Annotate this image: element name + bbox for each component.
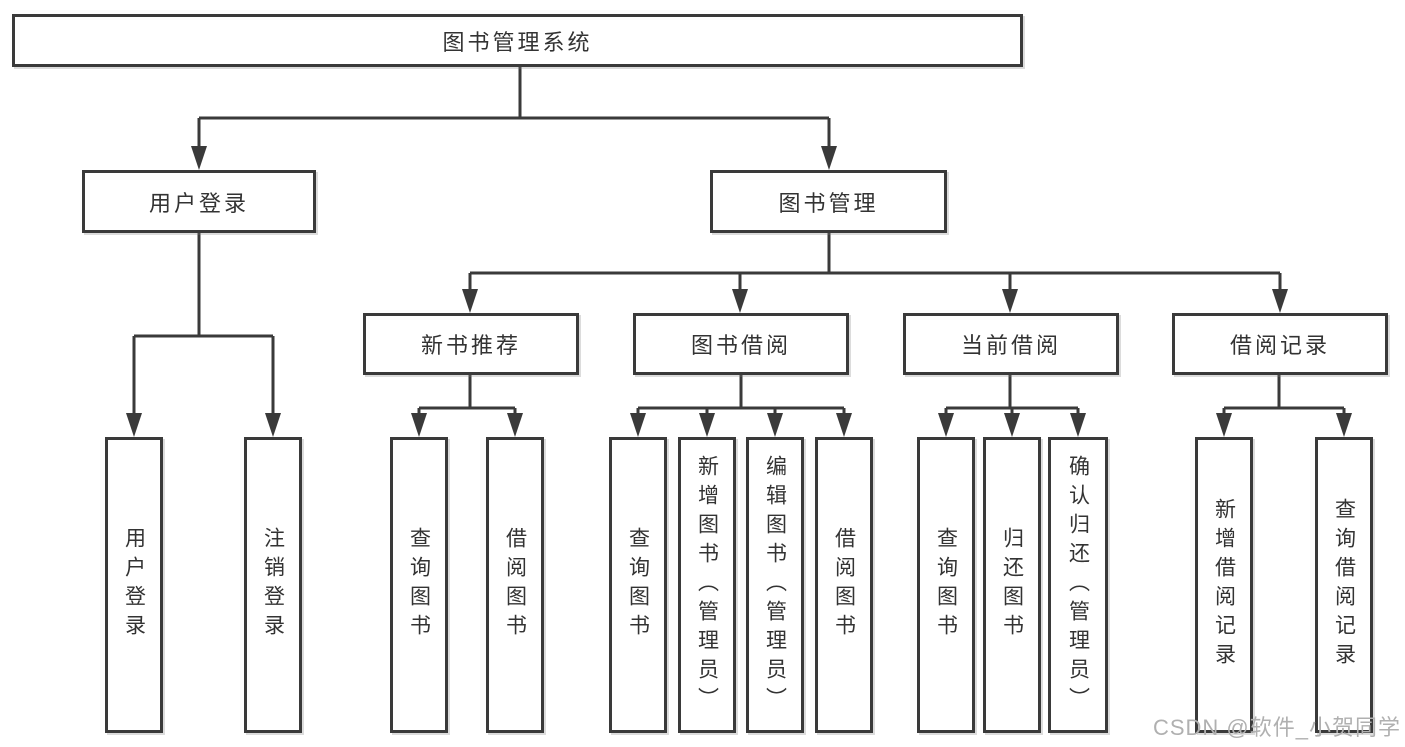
- node-current-borrowing: 当前借阅: [903, 313, 1119, 375]
- node-rec-borrow-book-label: 借阅图书: [503, 527, 527, 643]
- connector-book-borrowing: [630, 374, 852, 437]
- node-cb-confirm-return-label: 确认归还（管理员）: [1066, 454, 1090, 716]
- node-bb-edit-book-label: 编辑图书（管理员）: [763, 454, 787, 716]
- node-br-query-record: 查询借阅记录: [1315, 437, 1373, 733]
- node-bb-edit-book: 编辑图书（管理员）: [746, 437, 804, 733]
- node-br-add-record: 新增借阅记录: [1195, 437, 1253, 733]
- node-new-book-recommend-label: 新书推荐: [420, 333, 521, 358]
- node-bb-query-book-label: 查询图书: [626, 527, 650, 643]
- node-logout-label: 注销登录: [261, 527, 285, 643]
- node-cb-return-book: 归还图书: [983, 437, 1041, 733]
- node-br-add-record-label: 新增借阅记录: [1212, 498, 1236, 672]
- node-bb-query-book: 查询图书: [609, 437, 667, 733]
- node-bb-borrow-book-label: 借阅图书: [832, 527, 856, 643]
- node-current-borrowing-label: 当前借阅: [960, 333, 1061, 358]
- node-bb-borrow-book: 借阅图书: [815, 437, 873, 733]
- connector-root: [191, 66, 837, 170]
- node-rec-borrow-book: 借阅图书: [486, 437, 544, 733]
- node-borrowing-records-label: 借阅记录: [1229, 333, 1330, 358]
- node-new-book-recommend: 新书推荐: [363, 313, 579, 375]
- node-login: 用户登录: [105, 437, 163, 733]
- connector-current-borrowing: [938, 374, 1086, 437]
- node-bb-add-book-label: 新增图书（管理员）: [695, 454, 719, 716]
- node-root: 图书管理系统: [12, 14, 1023, 67]
- node-book-borrowing: 图书借阅: [633, 313, 849, 375]
- node-user-login-label: 用户登录: [148, 190, 249, 216]
- node-br-query-record-label: 查询借阅记录: [1332, 498, 1356, 672]
- connector-book-management: [462, 232, 1288, 313]
- node-bb-add-book: 新增图书（管理员）: [678, 437, 736, 733]
- node-cb-query-book-label: 查询图书: [934, 527, 958, 643]
- node-cb-return-book-label: 归还图书: [1000, 527, 1024, 643]
- connector-new-book-recommend: [411, 374, 523, 437]
- node-login-label: 用户登录: [122, 527, 146, 643]
- node-rec-query-book-label: 查询图书: [407, 527, 431, 643]
- csdn-watermark: CSDN @软件_小贺同学: [1152, 715, 1401, 740]
- connector-user-login: [126, 232, 281, 437]
- connector-borrowing-records: [1216, 374, 1352, 437]
- node-user-login: 用户登录: [82, 170, 316, 233]
- node-borrowing-records: 借阅记录: [1172, 313, 1388, 375]
- node-cb-query-book: 查询图书: [917, 437, 975, 733]
- node-book-management-label: 图书管理: [778, 190, 879, 216]
- node-cb-confirm-return: 确认归还（管理员）: [1048, 437, 1108, 733]
- node-logout: 注销登录: [244, 437, 302, 733]
- node-rec-query-book: 查询图书: [390, 437, 448, 733]
- node-root-label: 图书管理系统: [442, 29, 593, 55]
- node-book-management: 图书管理: [710, 170, 947, 233]
- node-book-borrowing-label: 图书借阅: [690, 333, 791, 358]
